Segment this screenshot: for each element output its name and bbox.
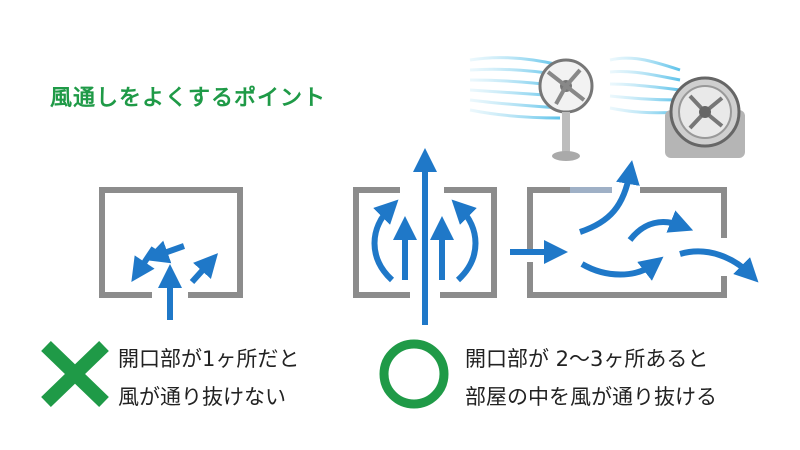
caption-line: 開口部が1ヶ所だと <box>118 347 300 371</box>
wind-streams-right <box>609 56 681 115</box>
room-two-openings <box>353 187 497 298</box>
airflow-arrows-cross <box>510 160 759 283</box>
page-title: 風通しをよくするポイント <box>50 86 327 111</box>
circle-icon <box>379 339 449 409</box>
caption-single-opening: 開口部が1ヶ所だと 風が通り抜けない <box>118 340 299 416</box>
caption-line: 風が通り抜けない <box>118 385 286 409</box>
stand-fan-icon <box>538 58 594 161</box>
room-cross-ventilation <box>527 187 727 298</box>
caption-line: 部屋の中を風が通り抜ける <box>465 385 717 409</box>
caption-multiple-openings: 開口部が 2〜3ヶ所あると 部屋の中を風が通り抜ける <box>465 340 717 416</box>
circulator-fan-icon <box>665 76 745 158</box>
caption-line: 開口部が 2〜3ヶ所あると <box>465 347 709 371</box>
room-single-opening <box>99 187 243 298</box>
airflow-arrows-stagnant <box>131 240 219 320</box>
airflow-arrows-through <box>371 148 479 325</box>
cross-icon <box>41 340 109 408</box>
